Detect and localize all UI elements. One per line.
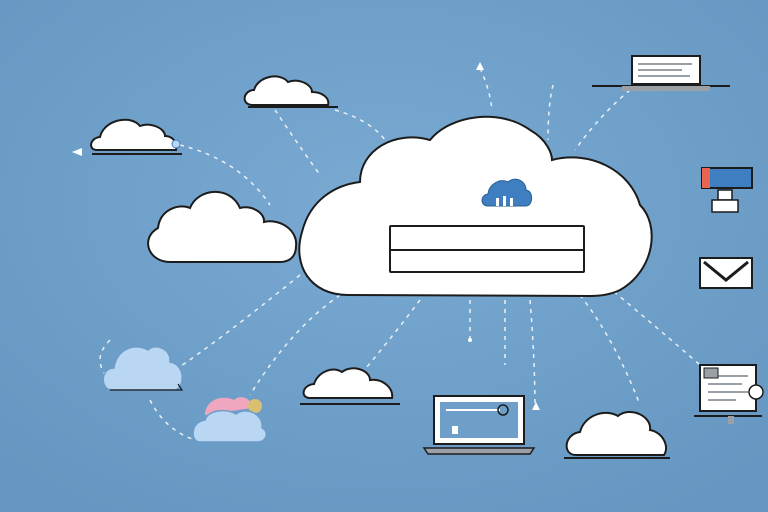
cloud-icon <box>147 190 298 263</box>
connection-line <box>334 109 386 141</box>
connection-line <box>359 299 421 376</box>
cloud-upload-icon <box>481 178 533 207</box>
connection-line <box>149 399 196 441</box>
central-cloud-icon <box>298 115 653 298</box>
cloud-icon <box>243 75 338 108</box>
connection-line <box>599 279 701 366</box>
laptop-icon <box>422 395 536 455</box>
connection-line <box>547 84 554 141</box>
arrow-icon <box>476 62 484 70</box>
cloud-icon <box>564 411 670 459</box>
connection-line <box>249 294 341 396</box>
connection-line <box>579 294 641 406</box>
arrow-icon <box>72 148 82 156</box>
arrow-markers <box>72 62 540 410</box>
server-rack-icon <box>703 367 719 379</box>
arrow-icon <box>532 402 540 410</box>
email-icon <box>699 257 753 289</box>
cloud-icon <box>90 118 182 155</box>
cloud-icon <box>300 367 400 405</box>
connection-line <box>529 299 536 411</box>
connection-line <box>479 67 493 111</box>
connection-line <box>174 274 301 371</box>
cloud-icon <box>102 346 184 391</box>
connection-lines <box>99 67 701 441</box>
monitor-icon <box>592 55 730 91</box>
connection-line <box>574 89 631 151</box>
monitor-icon <box>701 167 753 213</box>
dot-icon <box>468 338 472 342</box>
connection-line <box>179 144 271 206</box>
cloud-icon <box>192 397 268 443</box>
connection-line <box>274 109 321 176</box>
